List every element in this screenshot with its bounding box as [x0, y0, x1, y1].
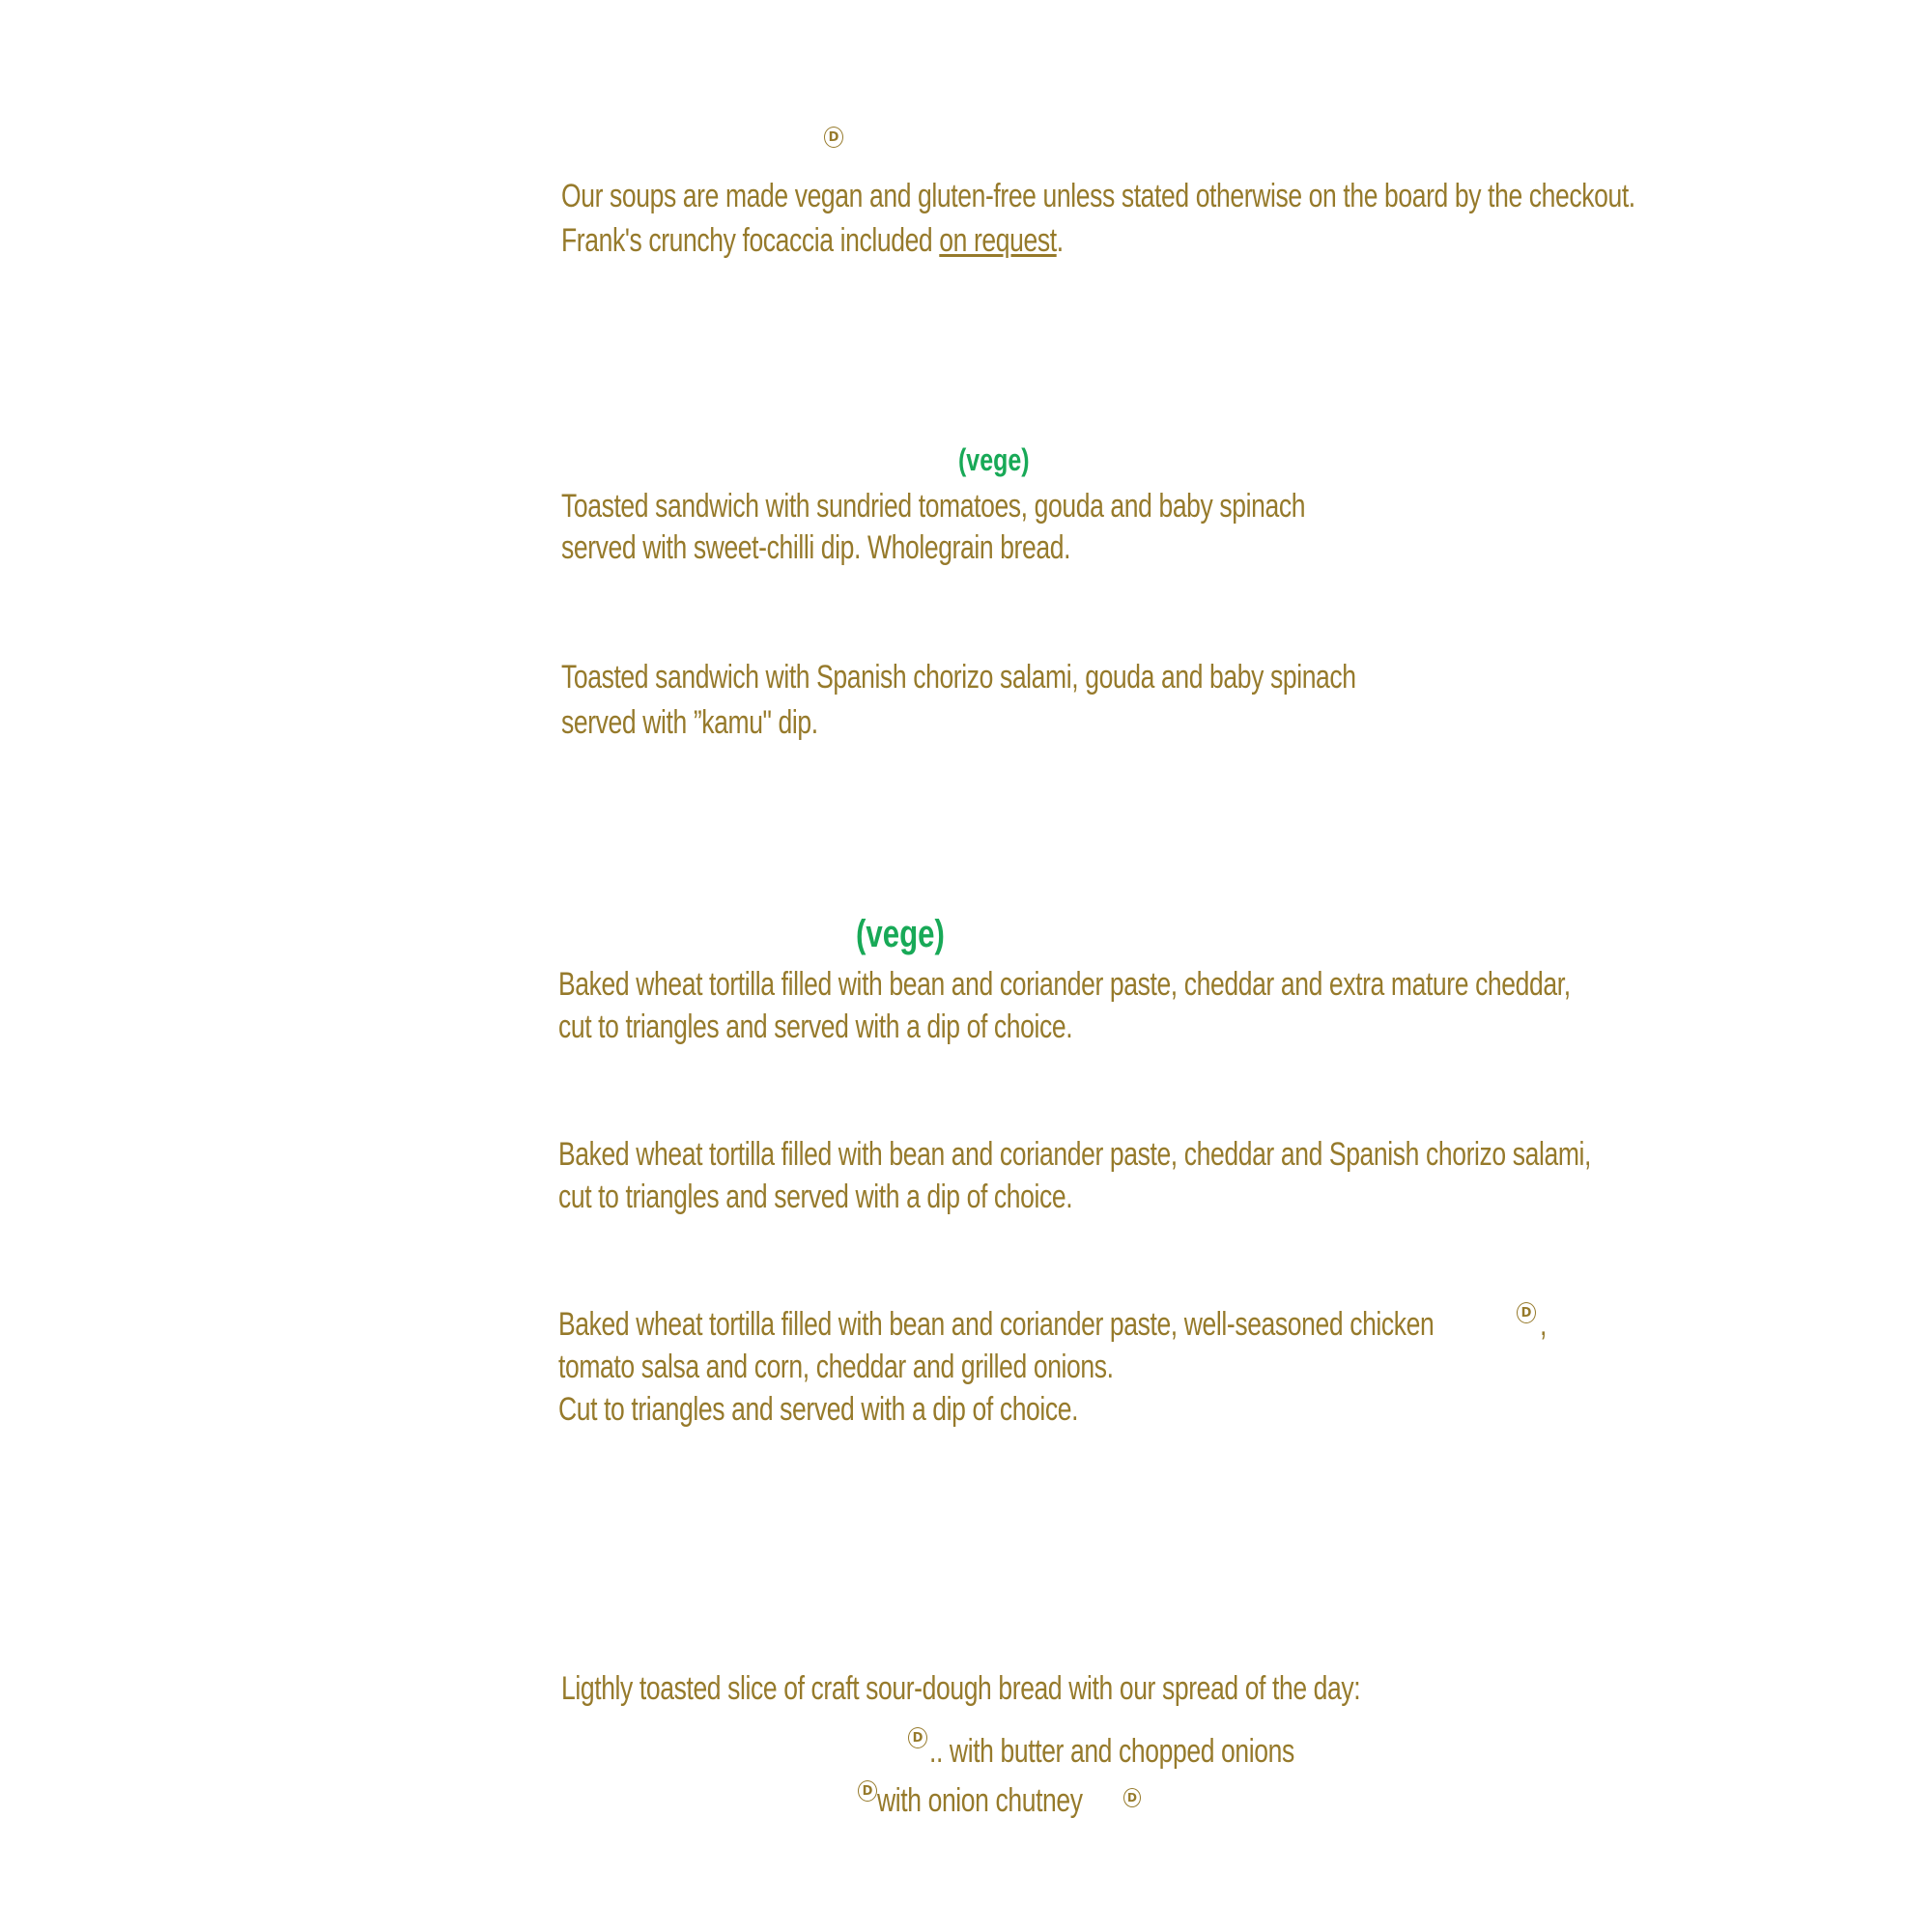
circled-d-icon: D	[858, 1780, 877, 1802]
soups-note-line-2: Frank's crunchy focaccia included on req…	[561, 224, 1064, 257]
quesadilla-1-line-1: Baked wheat tortilla filled with bean an…	[558, 966, 1571, 1003]
quesadilla-3-comma: ,	[1540, 1306, 1547, 1343]
soups-note-text: Frank's crunchy focaccia included	[561, 222, 940, 259]
on-request-link[interactable]: on request	[939, 222, 1057, 259]
toast-option-2: with onion chutney	[877, 1782, 1083, 1819]
vege-tag-sandwich: (vege)	[958, 442, 1030, 477]
quesadilla-2-line-1: Baked wheat tortilla filled with bean an…	[558, 1136, 1592, 1173]
quesadilla-3-line-1: Baked wheat tortilla filled with bean an…	[558, 1306, 1435, 1343]
soups-note-period: .	[1056, 222, 1064, 259]
quesadilla-3-line-3: Cut to triangles and served with a dip o…	[558, 1391, 1079, 1428]
sandwich-2-line-2: served with ”kamu" dip.	[561, 704, 818, 741]
soups-note-line-1: Our soups are made vegan and gluten-free…	[561, 178, 1635, 214]
sandwich-1-line-1: Toasted sandwich with sundried tomatoes,…	[561, 488, 1306, 525]
vege-tag-quesadilla: (vege)	[856, 913, 945, 955]
circled-d-icon: D	[1517, 1302, 1536, 1323]
circled-d-icon: D	[1123, 1788, 1141, 1807]
sandwich-2-line-1: Toasted sandwich with Spanish chorizo sa…	[561, 659, 1356, 696]
quesadilla-1-line-2: cut to triangles and served with a dip o…	[558, 1009, 1073, 1045]
circled-d-icon: D	[824, 127, 843, 148]
toast-intro: Ligthly toasted slice of craft sour-doug…	[561, 1670, 1361, 1707]
quesadilla-3-line-2: tomato salsa and corn, cheddar and grill…	[558, 1349, 1114, 1385]
quesadilla-2-line-2: cut to triangles and served with a dip o…	[558, 1179, 1073, 1215]
circled-d-icon: D	[908, 1727, 927, 1748]
sandwich-1-line-2: served with sweet-chilli dip. Wholegrain…	[561, 529, 1071, 566]
toast-option-1: .. with butter and chopped onions	[929, 1733, 1294, 1770]
